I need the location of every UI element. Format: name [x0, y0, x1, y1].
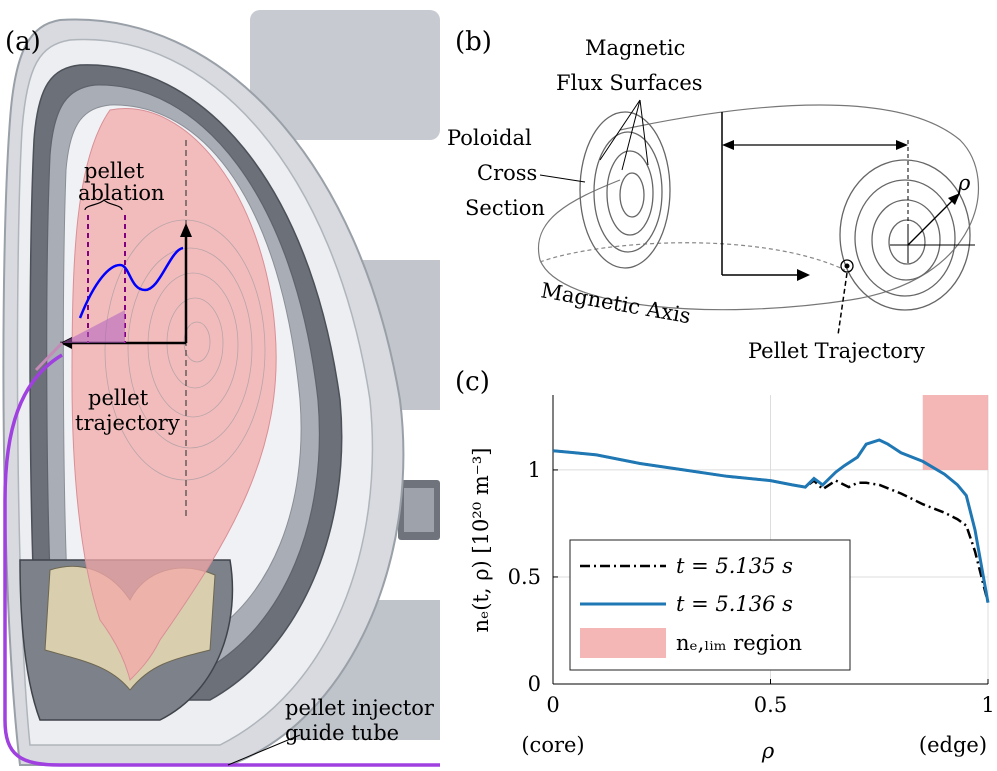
ne-lim-region — [922, 395, 988, 470]
pellet-ablation-line1: pellet — [84, 159, 145, 183]
pellet-trajectory-b-label: Pellet Trajectory — [748, 339, 925, 363]
x-tick-label-0: 0 — [546, 693, 559, 717]
panel-a-label: (a) — [5, 27, 41, 57]
y-axis-label: nₑ(t, ρ) [10²⁰ m⁻³] — [469, 448, 493, 633]
series-line-1 — [552, 438, 990, 603]
pellet-beam — [62, 310, 125, 343]
rho-arrowhead — [948, 193, 960, 205]
bg-cylinder-top — [250, 10, 440, 140]
panel-c-label: (c) — [455, 367, 490, 397]
pellet-trajectory-line2: trajectory — [75, 411, 180, 435]
pellet-marker — [840, 259, 854, 273]
panel-a-tokamak: (a) pellet ablation pellet trajectory pe… — [2, 10, 440, 767]
legend-label-region: nₑ,ₗᵢₘ region — [676, 631, 802, 655]
poloidal-pointer — [539, 174, 586, 183]
pellet-marker-dot — [844, 263, 850, 269]
poloidal-line3: Section — [465, 196, 545, 220]
y-tick-label-0: 0 — [528, 672, 541, 696]
inset-y-arrow — [180, 223, 192, 237]
flux-pointer-1 — [599, 99, 641, 161]
pellet-ablation-line2: ablation — [78, 181, 165, 205]
panel-b-label: (b) — [455, 27, 492, 57]
pellet-trajectory-leader — [837, 272, 848, 336]
chart-area: 0 0.5 1 0 0.5 1 — [508, 395, 995, 717]
major-radius-arrow-left — [722, 140, 734, 150]
magnetic-axis-dashed — [539, 242, 846, 271]
flux-pointer-3 — [639, 99, 649, 166]
guide-tube-line2: guide tube — [285, 721, 399, 745]
series-line-0 — [552, 449, 990, 604]
legend-label-5135: t = 5.135 s — [676, 554, 793, 578]
torus-outer — [537, 104, 979, 311]
pellet-trajectory-line1: pellet — [88, 386, 149, 410]
flux-pointer-2 — [621, 99, 641, 171]
panel-b-schematic: (b) — [447, 27, 979, 363]
legend-label-5136: t = 5.136 s — [676, 592, 793, 616]
diagnostic-port-face — [404, 488, 434, 532]
legend: t = 5.135 s t = 5.136 s nₑ,ₗᵢₘ region — [569, 539, 851, 671]
x-tick-label-1: 0.5 — [754, 693, 787, 717]
poloidal-right — [839, 159, 971, 311]
guide-tube-leader — [227, 734, 301, 766]
y-tick-label-1: 0.5 — [508, 565, 541, 589]
poloidal-line2: Cross — [477, 161, 537, 185]
y-tick-label-2: 1 — [528, 458, 541, 482]
rho-arrow — [907, 194, 959, 246]
coord-r-arrow — [797, 269, 810, 281]
poloidal-line1: Poloidal — [447, 126, 532, 150]
flux-surfaces-line1: Magnetic — [585, 36, 685, 60]
panel-c-chart: (c) 0 0.5 1 0 0.5 1 nₑ(t, ρ) [10²⁰ m⁻³] ρ (co… — [455, 367, 995, 763]
ablation-profile-curve — [78, 246, 184, 319]
x-axis-core-label: (core) — [521, 733, 584, 757]
guide-tube-line1: pellet injector — [285, 696, 435, 720]
ablation-brace — [84, 199, 123, 211]
flux-surfaces-line2: Flux Surfaces — [556, 71, 703, 95]
magnetic-axis-label: Magnetic Axis — [539, 278, 692, 328]
plasma-region — [71, 108, 277, 681]
rho-label: ρ — [957, 171, 971, 195]
poloidal-left — [579, 111, 671, 269]
x-axis-label: ρ — [761, 739, 775, 763]
guide-tube — [3, 353, 440, 767]
major-radius-arrow-right — [896, 140, 908, 150]
legend-swatch-region — [580, 628, 666, 658]
pellet-trajectory-line — [34, 341, 64, 372]
x-axis-edge-label: (edge) — [919, 733, 987, 757]
x-tick-label-2: 1 — [981, 693, 994, 717]
